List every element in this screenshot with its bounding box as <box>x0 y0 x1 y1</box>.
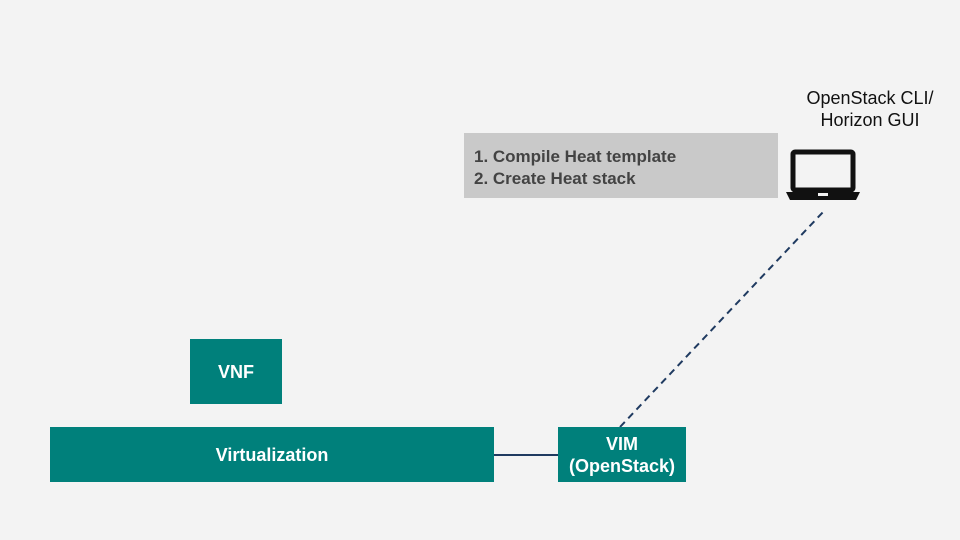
virtualization-label: Virtualization <box>215 444 329 465</box>
vnf-node: VNF <box>190 339 282 404</box>
client-label-line2: Horizon GUI <box>820 110 920 130</box>
client-label-line1: OpenStack CLI/ <box>806 88 934 108</box>
virtualization-node: Virtualization <box>50 427 494 482</box>
vnf-label: VNF <box>218 361 254 382</box>
vim-node: VIM (OpenStack) <box>558 427 686 482</box>
steps-box: 1. Compile Heat template 2. Create Heat … <box>464 133 778 198</box>
vim-client-dashed-link <box>619 210 825 428</box>
step-1: 1. Compile Heat template <box>474 147 677 166</box>
vim-label-line1: VIM <box>605 433 638 454</box>
step-2: 2. Create Heat stack <box>474 169 636 188</box>
laptop-icon <box>786 149 860 200</box>
vim-label-line2: (OpenStack) <box>568 455 676 476</box>
client-label: OpenStack CLI/ Horizon GUI <box>790 87 950 131</box>
